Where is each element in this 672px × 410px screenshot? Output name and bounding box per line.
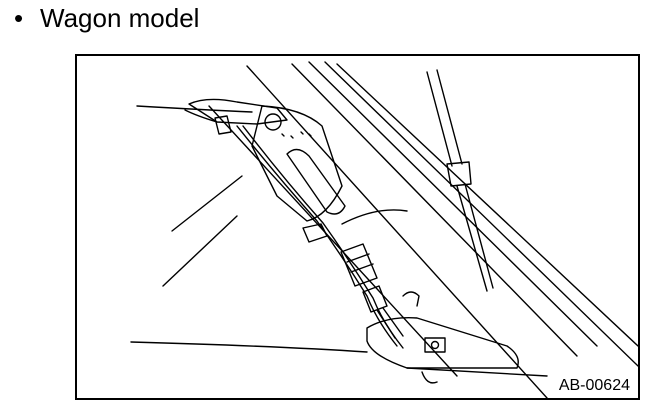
upper-mount [188, 98, 288, 125]
harness-clip-lower [362, 285, 388, 313]
pillar-line-3 [308, 61, 598, 347]
gas-strut-body [446, 161, 472, 187]
figure-code: AB-00624 [556, 377, 632, 395]
bracket-bolt [430, 340, 440, 350]
bracket-lower-edge [406, 367, 548, 377]
section-heading: • Wagon model [14, 0, 199, 36]
trim-edge-line [208, 105, 458, 377]
harness-clip-upper [302, 223, 328, 243]
pillar-line-2 [291, 63, 578, 357]
trim-panel [251, 105, 343, 222]
harness-connector [340, 243, 378, 287]
panel-slot [286, 148, 346, 215]
side-panel-line-1 [136, 105, 253, 113]
panel-hole-1 [264, 113, 282, 131]
technical-illustration: AB-00624 [75, 54, 640, 400]
trim-curve [184, 109, 218, 123]
harness-wire-1 [236, 125, 398, 347]
gas-strut-rod [456, 183, 494, 292]
connector-detail [346, 253, 374, 273]
bracket-tab [424, 337, 446, 353]
floor-line [130, 341, 368, 353]
line-drawing [130, 61, 638, 398]
panel-dots [281, 131, 312, 139]
pillar-line-5 [336, 63, 638, 347]
section-title: Wagon model [40, 3, 200, 33]
lower-bracket [366, 317, 519, 369]
upper-clip [214, 115, 232, 135]
side-panel-line-2 [171, 175, 243, 232]
pillar-line-4 [324, 61, 638, 367]
bullet-icon: • [14, 3, 24, 33]
harness-lower-wires [376, 307, 404, 339]
panel-lower-curve [341, 209, 408, 225]
side-panel-line-3 [162, 215, 238, 287]
bracket-bump [402, 291, 420, 307]
bracket-hook [421, 371, 438, 384]
gas-strut-upper [426, 69, 463, 167]
